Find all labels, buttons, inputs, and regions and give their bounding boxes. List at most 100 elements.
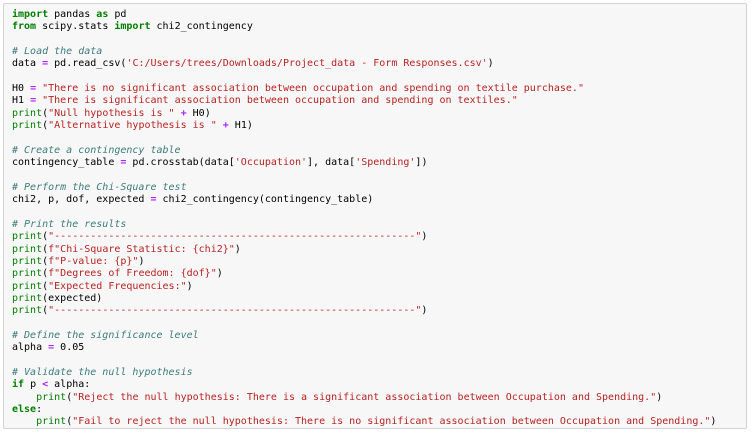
code-line bbox=[12, 34, 742, 46]
code-text: H1) bbox=[228, 120, 253, 132]
code-text: ]) bbox=[415, 157, 428, 169]
code-line: print("Expected Frequencies:") bbox=[12, 281, 742, 293]
code-line bbox=[12, 169, 742, 181]
builtin-token: print bbox=[12, 231, 43, 243]
code-line bbox=[12, 355, 742, 367]
operator-token: = bbox=[120, 157, 127, 169]
builtin-token: print bbox=[36, 391, 67, 403]
string-token: 'Occupation' bbox=[234, 157, 308, 169]
builtin-token: print bbox=[12, 280, 43, 292]
comment-token: # Define the significance level bbox=[12, 329, 199, 341]
builtin-token: print bbox=[12, 305, 43, 317]
code-text: ( bbox=[42, 268, 49, 280]
code-line: from scipy.stats import chi2_contingency bbox=[12, 21, 742, 33]
code-line: # Perform the Chi-Square test bbox=[12, 182, 742, 194]
code-line: # Validate the null hypothesis bbox=[12, 367, 742, 379]
code-line: print("---------------------------------… bbox=[12, 305, 742, 317]
code-line: contingency_table = pd.crosstab(data['Oc… bbox=[12, 157, 742, 169]
code-text: pandas bbox=[48, 9, 97, 20]
code-line: H1 = "There is significant association b… bbox=[12, 95, 742, 107]
builtin-token: print bbox=[12, 292, 43, 304]
code-text: ( bbox=[42, 280, 49, 292]
code-line: print(expected) bbox=[12, 293, 742, 305]
code-text: ( bbox=[66, 391, 73, 403]
keyword-token: import bbox=[12, 9, 49, 20]
string-token: 'C:/Users/trees/Downloads/Project_data -… bbox=[126, 58, 488, 70]
comment-token: # Perform the Chi-Square test bbox=[12, 181, 187, 193]
string-token: f"P-value: {p}" bbox=[48, 255, 139, 267]
code-text: ( bbox=[42, 107, 49, 119]
string-token: "There is significant association betwee… bbox=[42, 95, 518, 107]
code-line bbox=[12, 71, 742, 83]
code-line: print(f"P-value: {p}") bbox=[12, 256, 742, 268]
string-token: "---------------------------------------… bbox=[48, 305, 422, 317]
code-text: ) bbox=[421, 305, 428, 317]
keyword-token: else bbox=[12, 404, 37, 415]
comment-token: # Print the results bbox=[12, 218, 127, 230]
code-line bbox=[12, 207, 742, 219]
code-line: print(f"Degrees of Freedom: {dof}") bbox=[12, 268, 742, 280]
code-line: # Define the significance level bbox=[12, 330, 742, 342]
code-line: import pandas as pd bbox=[12, 9, 742, 21]
code-line: # Create a contingency table bbox=[12, 145, 742, 157]
comment-token: # Validate the null hypothesis bbox=[12, 366, 193, 378]
keyword-token: from bbox=[12, 21, 37, 33]
code-text: (expected) bbox=[42, 292, 103, 304]
operator-token: = bbox=[48, 342, 55, 354]
builtin-token: print bbox=[12, 268, 43, 280]
string-token: "Null hypothesis is " bbox=[48, 107, 175, 119]
code-line bbox=[12, 318, 742, 330]
string-token: "Alternative hypothesis is " bbox=[48, 120, 217, 132]
code-text: alpha: bbox=[48, 379, 91, 391]
builtin-token: print bbox=[12, 120, 43, 132]
code-text: ( bbox=[42, 243, 49, 255]
code-line: # Print the results bbox=[12, 219, 742, 231]
code-line bbox=[12, 132, 742, 144]
code-text: pd.crosstab(data[ bbox=[126, 157, 235, 169]
code-text: alpha bbox=[12, 342, 49, 354]
code-line: alpha = 0.05 bbox=[12, 342, 742, 354]
string-token: "Fail to reject the null hypothesis: The… bbox=[72, 416, 711, 428]
code-text bbox=[12, 392, 36, 403]
code-text: ) bbox=[421, 231, 428, 243]
code-text: ) bbox=[138, 255, 145, 267]
code-text: : bbox=[36, 404, 43, 415]
code-text: data bbox=[12, 58, 43, 70]
string-token: "Expected Frequencies:" bbox=[48, 280, 187, 292]
operator-token: = bbox=[30, 95, 37, 107]
code-text bbox=[12, 416, 36, 427]
code-text: 0.05 bbox=[54, 342, 85, 354]
comment-token: # Load the data bbox=[12, 46, 103, 58]
code-text: ) bbox=[186, 280, 193, 292]
code-text: p bbox=[24, 379, 43, 391]
code-line: if p < alpha: bbox=[12, 379, 742, 391]
code-text: ( bbox=[42, 305, 49, 317]
operator-token: = bbox=[42, 58, 49, 70]
keyword-token: if bbox=[12, 379, 25, 391]
code-line: chi2, p, dof, expected = chi2_contingenc… bbox=[12, 194, 742, 206]
code-text: ( bbox=[42, 120, 49, 132]
code-text: ], data[ bbox=[307, 157, 356, 169]
operator-token: < bbox=[42, 379, 49, 391]
code-text: ( bbox=[66, 416, 73, 428]
code-text: ) bbox=[710, 416, 717, 428]
code-text: ( bbox=[42, 231, 49, 243]
operator-token: + bbox=[180, 107, 187, 119]
builtin-token: print bbox=[12, 107, 43, 119]
string-token: "There is no significant association bet… bbox=[42, 83, 584, 95]
builtin-token: print bbox=[12, 243, 43, 255]
code-text: contingency_table bbox=[12, 157, 121, 169]
code-line: # Load the data bbox=[12, 46, 742, 58]
code-text: ( bbox=[42, 255, 49, 267]
string-token: "---------------------------------------… bbox=[48, 231, 422, 243]
comment-token: # Create a contingency table bbox=[12, 144, 181, 156]
string-token: 'Spending' bbox=[355, 157, 416, 169]
code-line: print(f"Chi-Square Statistic: {chi2}") bbox=[12, 244, 742, 256]
code-text: H0) bbox=[186, 107, 211, 119]
code-line: print("---------------------------------… bbox=[12, 231, 742, 243]
operator-token: = bbox=[150, 194, 157, 206]
code-text: pd.read_csv( bbox=[48, 58, 127, 70]
code-text: pd bbox=[108, 9, 127, 20]
